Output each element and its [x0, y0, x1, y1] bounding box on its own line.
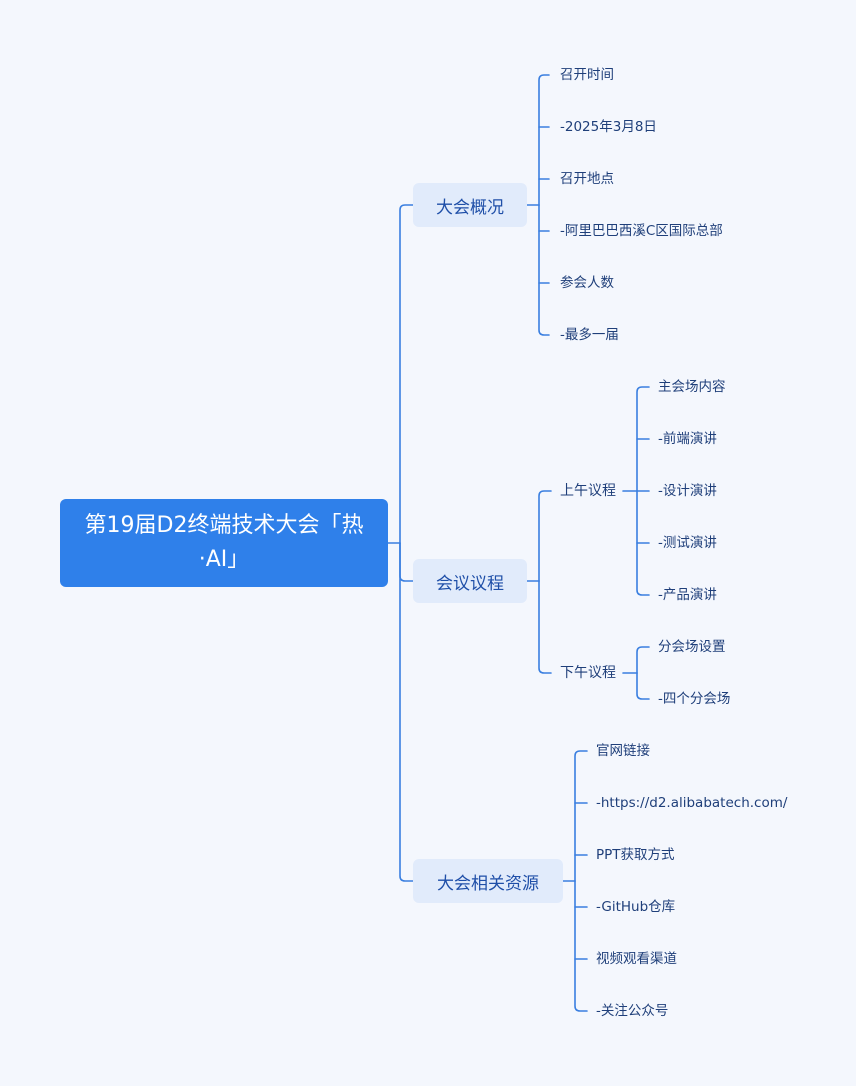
branch-resources[interactable]: 大会相关资源 — [413, 859, 563, 903]
leaf-item[interactable]: PPT获取方式 — [596, 847, 675, 863]
leaf-item[interactable]: -https://d2.alibabatech.com/ — [596, 795, 788, 811]
leaf-item[interactable]: 参会人数 — [560, 275, 614, 291]
leaf-item[interactable]: 官网链接 — [596, 743, 650, 759]
leaf-item[interactable]: -最多一届 — [560, 327, 619, 343]
branch-agenda[interactable]: 会议议程 — [413, 559, 527, 603]
leaf-item[interactable]: -产品演讲 — [658, 587, 717, 603]
branch-conference-overview[interactable]: 大会概况 — [413, 183, 527, 227]
leaf-item[interactable]: -测试演讲 — [658, 535, 717, 551]
leaf-item[interactable]: -GitHub仓库 — [596, 899, 676, 915]
leaf-item[interactable]: -前端演讲 — [658, 431, 717, 447]
subtopic-afternoon-agenda[interactable]: 下午议程 — [560, 665, 616, 681]
leaf-item[interactable]: -四个分会场 — [658, 691, 731, 707]
leaf-item[interactable]: -2025年3月8日 — [560, 119, 657, 135]
leaf-item[interactable]: 主会场内容 — [658, 379, 726, 395]
leaf-item[interactable]: 分会场设置 — [658, 639, 726, 655]
leaf-item[interactable]: -关注公众号 — [596, 1003, 669, 1019]
leaf-item[interactable]: 召开时间 — [560, 67, 614, 83]
leaf-item[interactable]: 视频观看渠道 — [596, 951, 677, 967]
leaf-item[interactable]: -阿里巴巴西溪C区国际总部 — [560, 223, 723, 239]
root-topic[interactable]: 第19届D2终端技术大会「热·AI」 — [60, 499, 388, 587]
leaf-item[interactable]: -设计演讲 — [658, 483, 717, 499]
subtopic-morning-agenda[interactable]: 上午议程 — [560, 483, 616, 499]
leaf-item[interactable]: 召开地点 — [560, 171, 614, 187]
